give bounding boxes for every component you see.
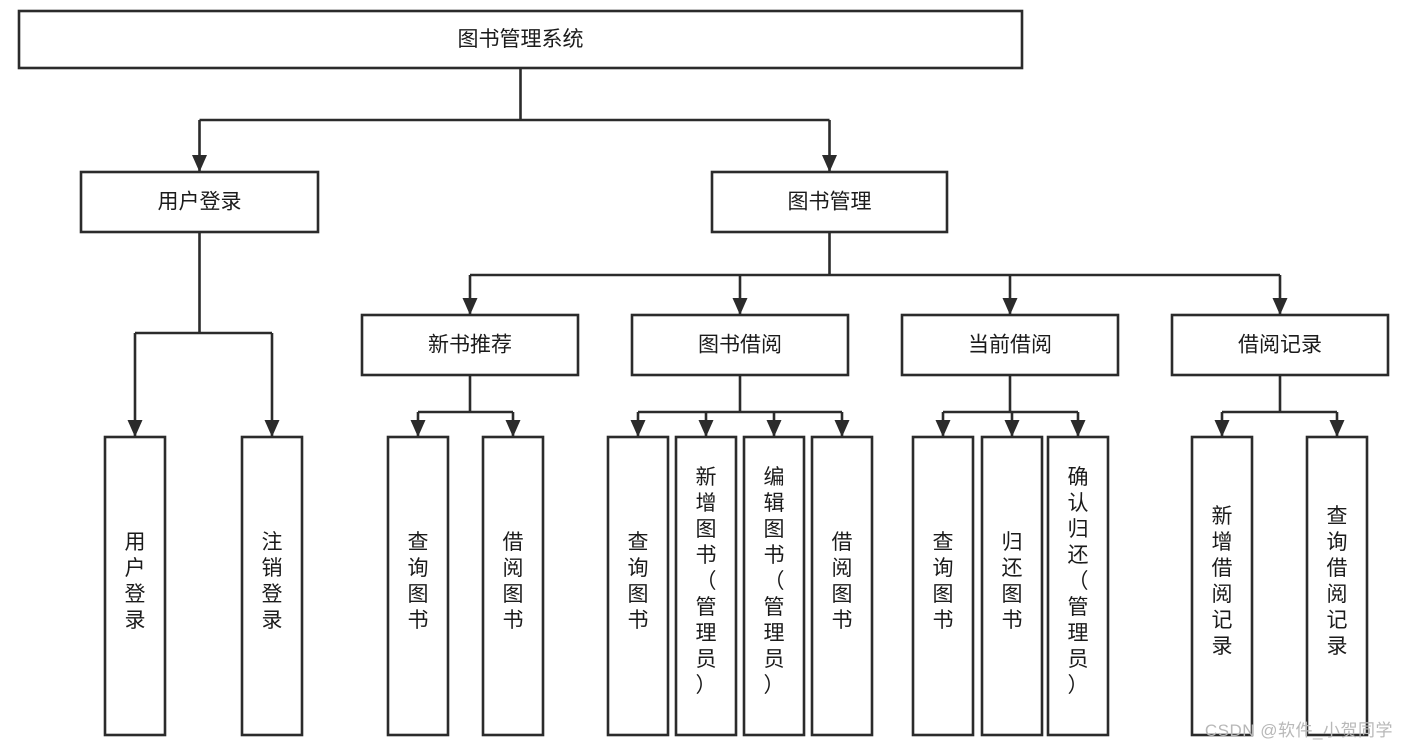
node-borrow-record[interactable]: 借阅记录 (1170, 313, 1390, 377)
node-current-borrow-box[interactable] (900, 313, 1120, 377)
node-root-title[interactable]: 图书管理系统 (17, 9, 1024, 70)
node-leaf-add-record-label: 新增借阅记录 (1212, 505, 1233, 658)
node-current-borrow[interactable]: 当前借阅 (900, 313, 1120, 377)
node-book-manage-box[interactable] (710, 170, 949, 234)
arrow-head-icon (505, 420, 521, 437)
node-leaf-query-book-3[interactable]: 查询图书 (911, 435, 975, 737)
node-leaf-confirm-return[interactable]: 确认归还（管理员） (1046, 435, 1110, 737)
node-leaf-borrow-book-2-box[interactable] (810, 435, 874, 737)
arrow-head-icon (192, 155, 207, 172)
node-leaf-user-login-box[interactable] (103, 435, 167, 737)
node-leaf-query-book-1-box[interactable] (386, 435, 450, 737)
arrow-head-icon (935, 420, 951, 437)
node-borrow-record-box[interactable] (1170, 313, 1390, 377)
node-leaf-edit-book[interactable]: 编辑图书（管理员） (742, 435, 806, 737)
node-borrow-record-label: 借阅记录 (1238, 334, 1322, 357)
node-leaf-borrow-book-1-box[interactable] (481, 435, 545, 737)
node-new-book-recommend-label: 新书推荐 (428, 334, 512, 357)
node-leaf-add-record-box[interactable] (1190, 435, 1254, 737)
node-leaf-borrow-book-2-label: 借阅图书 (832, 531, 853, 632)
node-leaf-borrow-book-1-label: 借阅图书 (503, 531, 524, 632)
node-leaf-user-logout-label: 注销登录 (262, 531, 283, 632)
node-user-login-box[interactable] (79, 170, 320, 234)
arrow-head-icon (698, 420, 714, 437)
node-leaf-edit-book-label: 编辑图书（管理员） (764, 466, 785, 697)
node-leaf-user-login[interactable]: 用户登录 (103, 435, 167, 737)
node-leaf-user-logout-box[interactable] (240, 435, 304, 737)
arrow-head-icon (1272, 298, 1288, 315)
node-user-login[interactable]: 用户登录 (79, 170, 320, 234)
arrow-head-icon (1329, 420, 1345, 437)
arrow-head-icon (1214, 420, 1230, 437)
node-book-borrow-label: 图书借阅 (698, 334, 782, 357)
node-leaf-add-book-label: 新增图书（管理员） (696, 466, 717, 697)
node-user-login-label: 用户登录 (158, 191, 242, 214)
connectors-layer (127, 68, 1345, 437)
node-leaf-return-book-label: 归还图书 (1002, 531, 1023, 632)
node-leaf-add-book[interactable]: 新增图书（管理员） (674, 435, 738, 737)
node-book-borrow-box[interactable] (630, 313, 850, 377)
node-leaf-query-book-1[interactable]: 查询图书 (386, 435, 450, 737)
watermark-text: CSDN @软件_小贺同学 (1204, 721, 1393, 740)
node-leaf-query-record[interactable]: 查询借阅记录 (1305, 435, 1369, 737)
arrow-head-icon (834, 420, 850, 437)
nodes-layer: 图书管理系统用户登录图书管理新书推荐图书借阅当前借阅借阅记录用户登录注销登录查询… (17, 9, 1390, 737)
node-root-title-box[interactable] (17, 9, 1024, 70)
node-leaf-query-book-3-label: 查询图书 (933, 531, 954, 632)
node-leaf-query-book-2-box[interactable] (606, 435, 670, 737)
node-leaf-query-book-2[interactable]: 查询图书 (606, 435, 670, 737)
node-leaf-query-record-box[interactable] (1305, 435, 1369, 737)
node-leaf-borrow-book-2[interactable]: 借阅图书 (810, 435, 874, 737)
node-leaf-confirm-return-box[interactable] (1046, 435, 1110, 737)
node-leaf-return-book[interactable]: 归还图书 (980, 435, 1044, 737)
node-book-borrow[interactable]: 图书借阅 (630, 313, 850, 377)
node-leaf-query-book-1-label: 查询图书 (408, 531, 429, 632)
arrow-head-icon (766, 420, 782, 437)
arrow-head-icon (732, 298, 748, 315)
node-leaf-add-record[interactable]: 新增借阅记录 (1190, 435, 1254, 737)
node-leaf-query-book-3-box[interactable] (911, 435, 975, 737)
node-leaf-add-book-box[interactable] (674, 435, 738, 737)
node-leaf-user-login-label: 用户登录 (125, 531, 146, 632)
node-leaf-borrow-book-1[interactable]: 借阅图书 (481, 435, 545, 737)
arrow-head-icon (410, 420, 426, 437)
arrow-head-icon (1002, 298, 1018, 315)
node-book-manage[interactable]: 图书管理 (710, 170, 949, 234)
arrow-head-icon (630, 420, 646, 437)
arrow-head-icon (1004, 420, 1020, 437)
arrow-head-icon (1070, 420, 1086, 437)
node-root-title-label: 图书管理系统 (458, 28, 584, 51)
node-leaf-query-book-2-label: 查询图书 (628, 531, 649, 632)
node-new-book-recommend-box[interactable] (360, 313, 580, 377)
node-current-borrow-label: 当前借阅 (968, 334, 1052, 357)
node-leaf-query-record-label: 查询借阅记录 (1327, 505, 1348, 658)
arrow-head-icon (127, 420, 143, 437)
node-leaf-confirm-return-label: 确认归还（管理员） (1068, 466, 1089, 697)
arrow-head-icon (264, 420, 280, 437)
arrow-head-icon (822, 155, 837, 172)
node-leaf-user-logout[interactable]: 注销登录 (240, 435, 304, 737)
node-book-manage-label: 图书管理 (788, 191, 872, 214)
node-new-book-recommend[interactable]: 新书推荐 (360, 313, 580, 377)
node-leaf-edit-book-box[interactable] (742, 435, 806, 737)
arrow-head-icon (462, 298, 478, 315)
node-leaf-return-book-box[interactable] (980, 435, 1044, 737)
